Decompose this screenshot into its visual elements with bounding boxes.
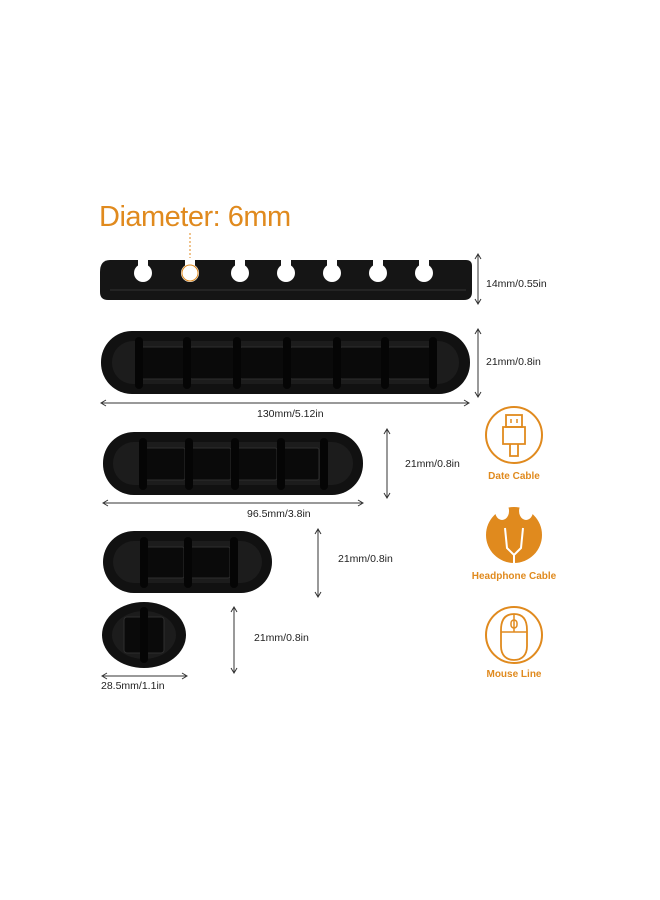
data-cable-label: Date Cable (488, 471, 540, 482)
diameter-label: Diameter: 6mm (99, 201, 291, 233)
clip1-width-label: 28.5mm/1.1in (101, 680, 165, 692)
clip7-width-label: 130mm/5.12in (257, 408, 324, 420)
clip5-width-label: 96.5mm/3.8in (247, 508, 311, 520)
headphone-label: Headphone Cable (471, 571, 557, 582)
clip3-height-label: 21mm/0.8in (338, 553, 393, 565)
mouse-line-label: Mouse Line (486, 669, 542, 680)
clip1-height-label: 21mm/0.8in (254, 632, 309, 644)
clip5-height-label: 21mm/0.8in (405, 458, 460, 470)
side-height-label: 14mm/0.55in (486, 278, 547, 290)
clip7-height-label: 21mm/0.8in (486, 356, 541, 368)
